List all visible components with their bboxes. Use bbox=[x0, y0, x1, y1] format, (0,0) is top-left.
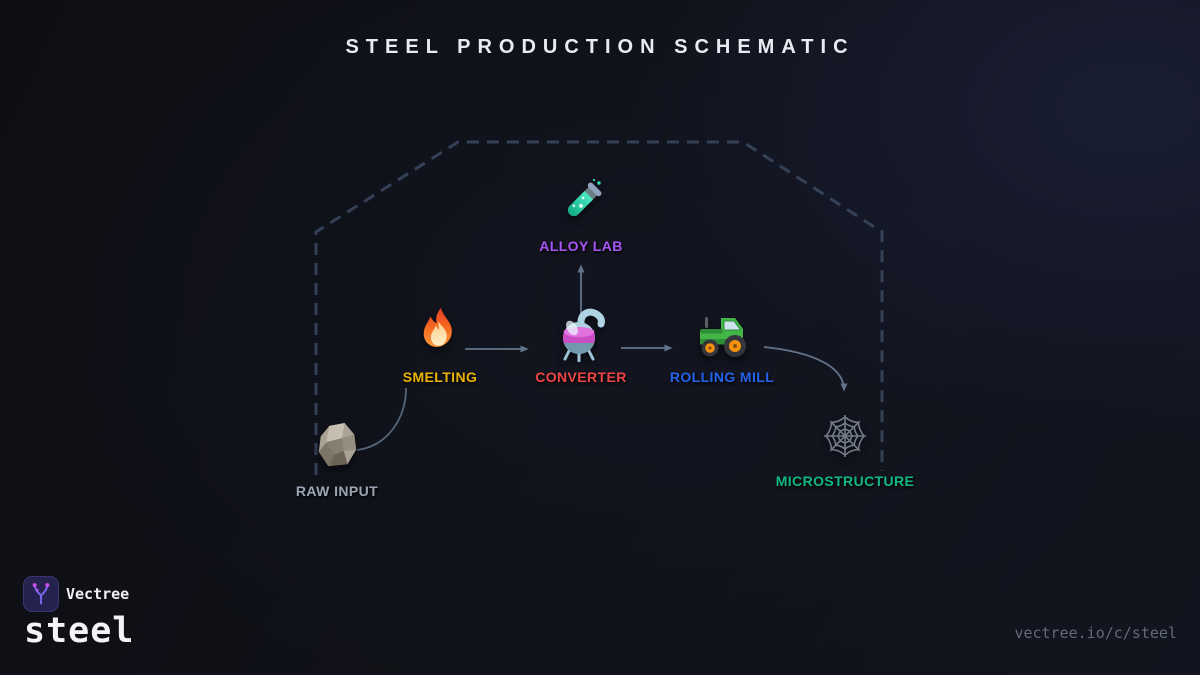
chart-name: steel bbox=[24, 611, 135, 651]
fire-icon bbox=[417, 306, 463, 352]
node-converter: CONVERTER bbox=[506, 305, 656, 385]
watermark-url: vectree.io/c/steel bbox=[1014, 624, 1177, 642]
edge-raw-input-smelting bbox=[356, 387, 407, 451]
page-title: STEEL PRODUCTION SCHEMATIC bbox=[345, 36, 855, 58]
brand-name: Vectree bbox=[66, 585, 130, 603]
edge-rolling-mill-microstructure bbox=[763, 346, 848, 392]
node-alloy-lab: ALLOY LAB bbox=[506, 177, 656, 254]
node-label-rolling-mill: ROLLING MILL bbox=[669, 369, 775, 385]
node-rolling-mill: ROLLING MILL bbox=[647, 310, 797, 385]
vectree-branch-icon bbox=[32, 583, 50, 605]
node-label-alloy-lab: ALLOY LAB bbox=[539, 238, 623, 254]
node-label-raw-input: RAW INPUT bbox=[295, 483, 379, 499]
alembic-icon bbox=[555, 305, 607, 362]
node-microstructure: MICROSTRUCTURE bbox=[770, 412, 920, 489]
tractor-icon bbox=[694, 310, 750, 360]
node-raw-input: RAW INPUT bbox=[262, 420, 412, 499]
node-label-converter: CONVERTER bbox=[535, 369, 627, 385]
node-label-smelting: SMELTING bbox=[402, 369, 478, 385]
test-tube-icon bbox=[555, 177, 607, 229]
spider-web-icon bbox=[821, 412, 869, 460]
vectree-logo bbox=[23, 576, 59, 612]
rock-icon bbox=[314, 420, 360, 470]
diagram-hull bbox=[314, 140, 884, 475]
node-label-microstructure: MICROSTRUCTURE bbox=[775, 473, 915, 489]
node-smelting: SMELTING bbox=[365, 306, 515, 385]
